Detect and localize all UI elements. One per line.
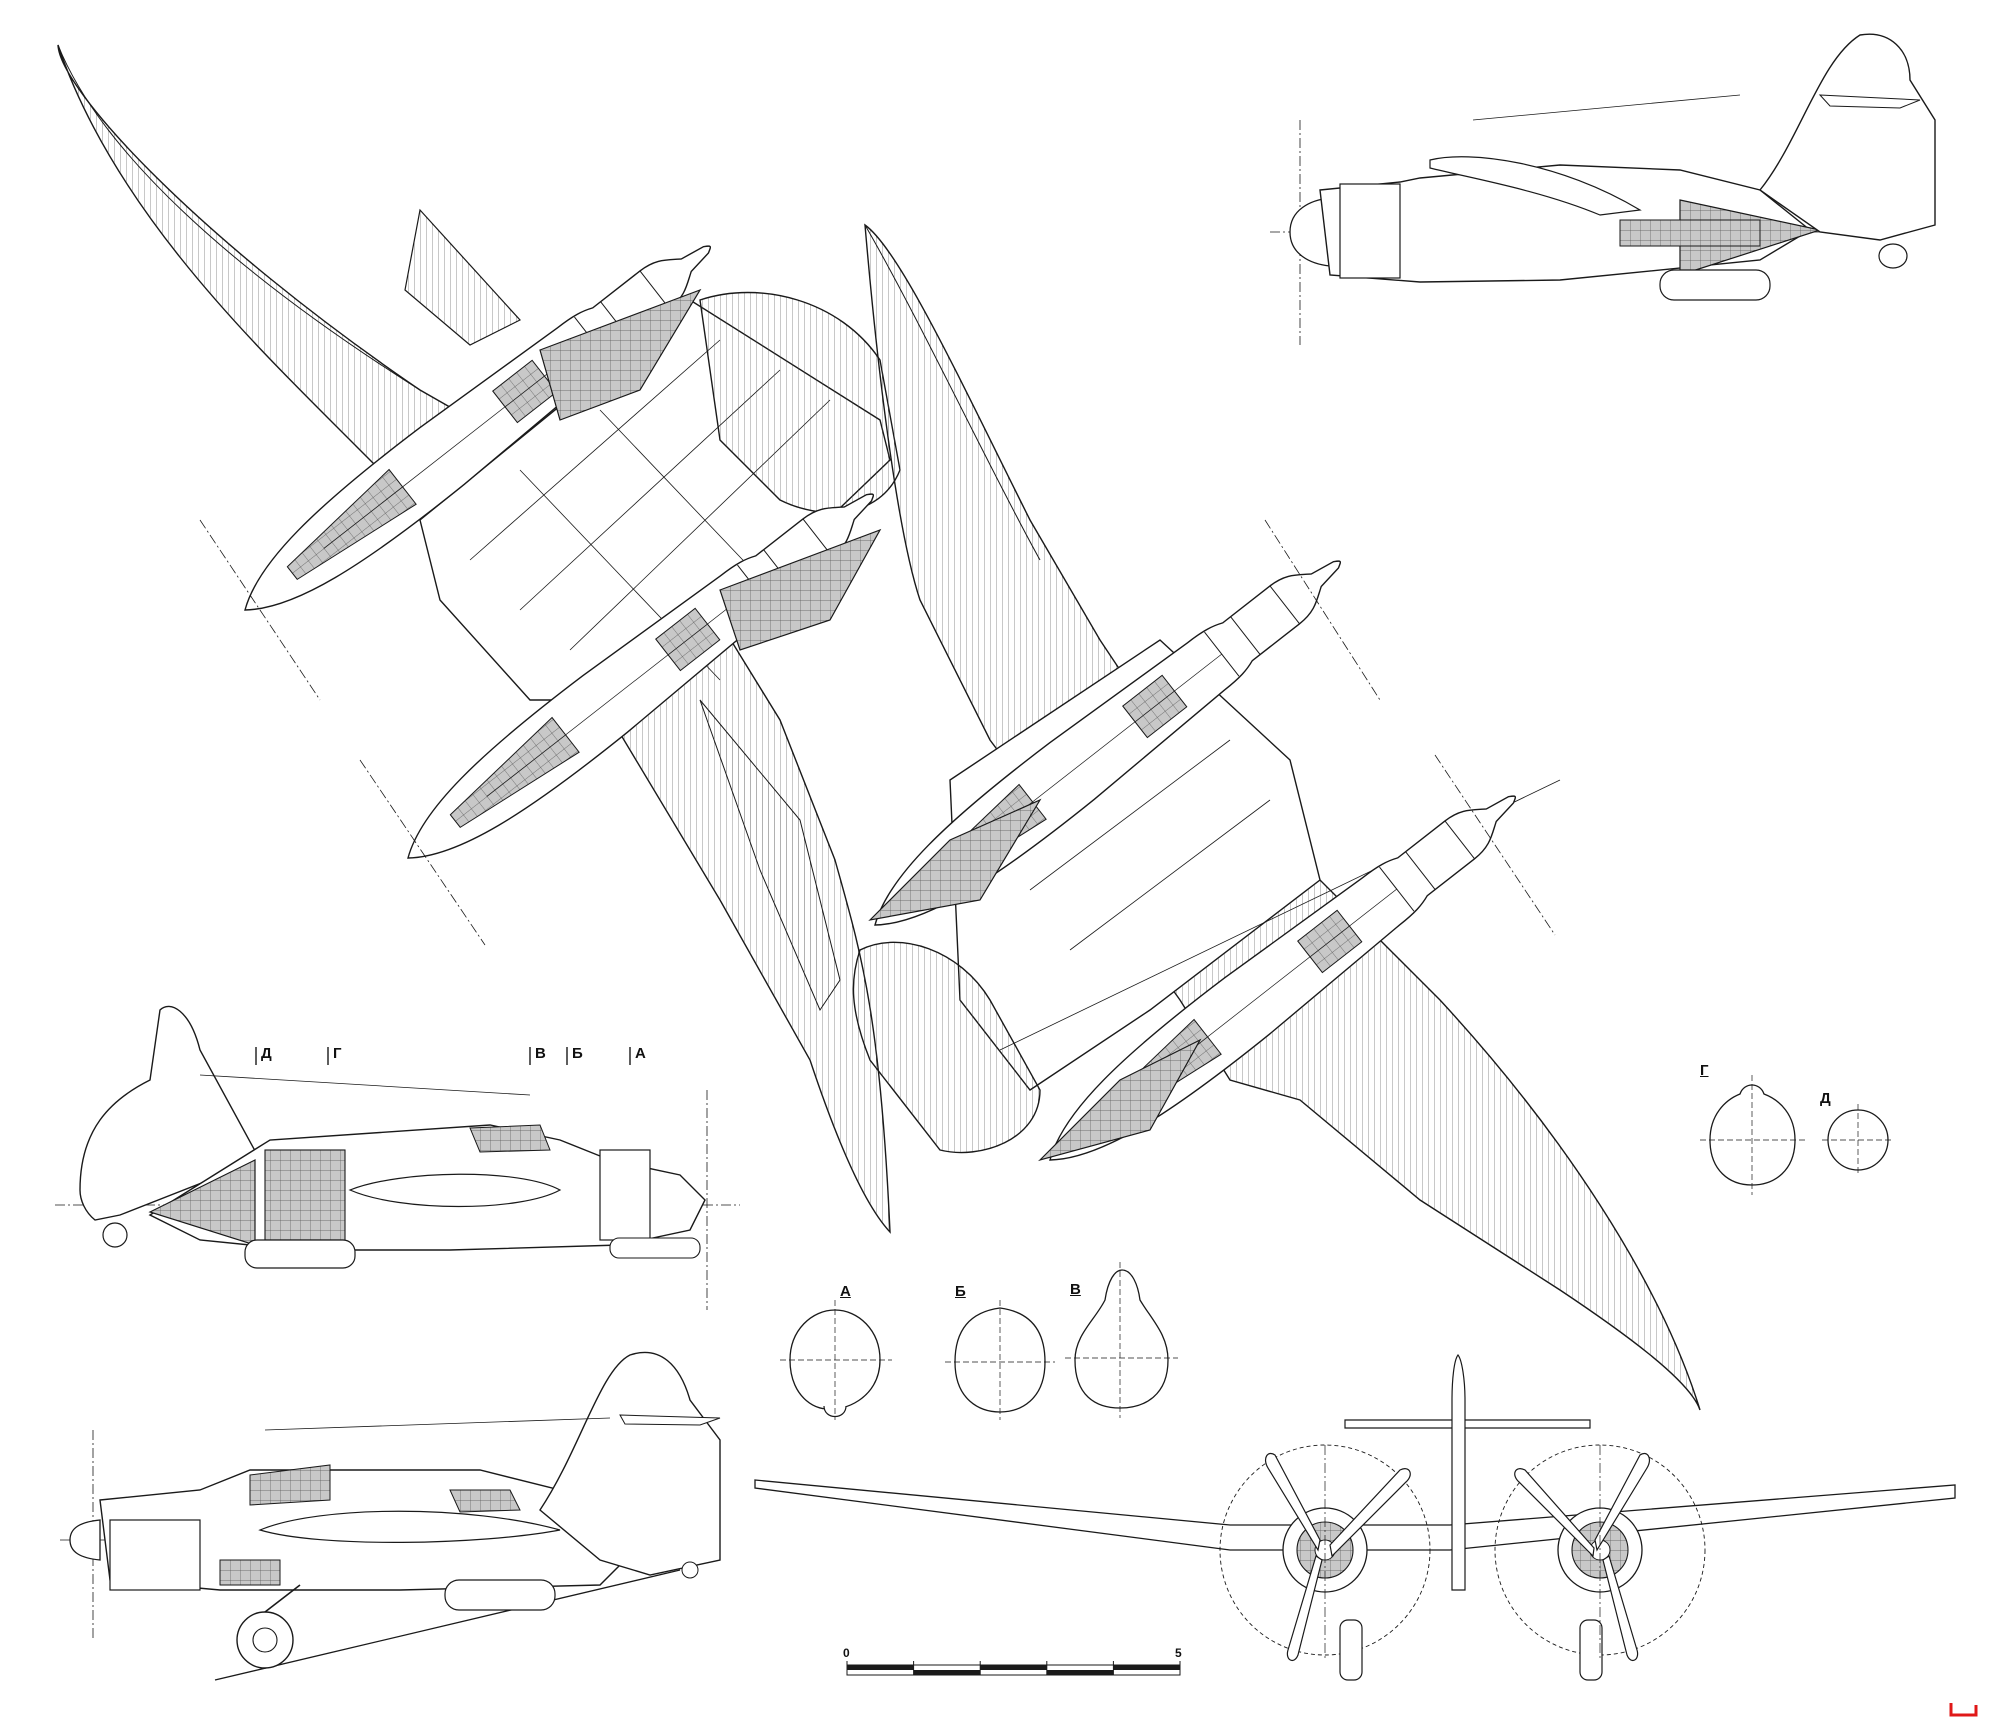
section-label-g: Г (1700, 1062, 1709, 1079)
section-v-shape (1065, 1262, 1178, 1418)
station-mark-g: Г (333, 1045, 342, 1062)
station-mark-b: Б (572, 1045, 583, 1062)
scale-start-label: 0 (843, 1646, 850, 1660)
scale-segment (980, 1665, 1047, 1670)
section-label-a: А (840, 1283, 851, 1300)
plan-view-lower (851, 223, 1701, 1411)
plan-view-upper (57, 44, 901, 1234)
scale-segment (1113, 1665, 1180, 1670)
scale-segment (913, 1670, 981, 1675)
station-mark-a: А (635, 1045, 646, 1062)
section-b-shape (945, 1300, 1055, 1420)
scale-segment (1046, 1670, 1114, 1675)
station-mark-d: Д (261, 1045, 272, 1062)
side-view-ground (60, 1351, 721, 1681)
scale-bar (846, 1661, 1181, 1676)
section-label-b: Б (955, 1283, 966, 1300)
section-g-shape (1700, 1075, 1805, 1195)
cross-sections (780, 1075, 1894, 1420)
scale-segment (847, 1665, 914, 1670)
side-view-upper-right (1270, 33, 1936, 345)
station-mark-v: В (535, 1045, 546, 1062)
section-label-v: В (1070, 1281, 1081, 1298)
corner-stamp-icon (1949, 1703, 1978, 1717)
station-ticks (255, 1047, 631, 1065)
section-a-shape (780, 1300, 892, 1420)
front-view (754, 1354, 1956, 1681)
side-view-middle-left (55, 1005, 740, 1310)
scale-end-label: 5 (1175, 1646, 1182, 1660)
section-d-shape (1822, 1104, 1894, 1176)
section-label-d: Д (1820, 1090, 1831, 1107)
